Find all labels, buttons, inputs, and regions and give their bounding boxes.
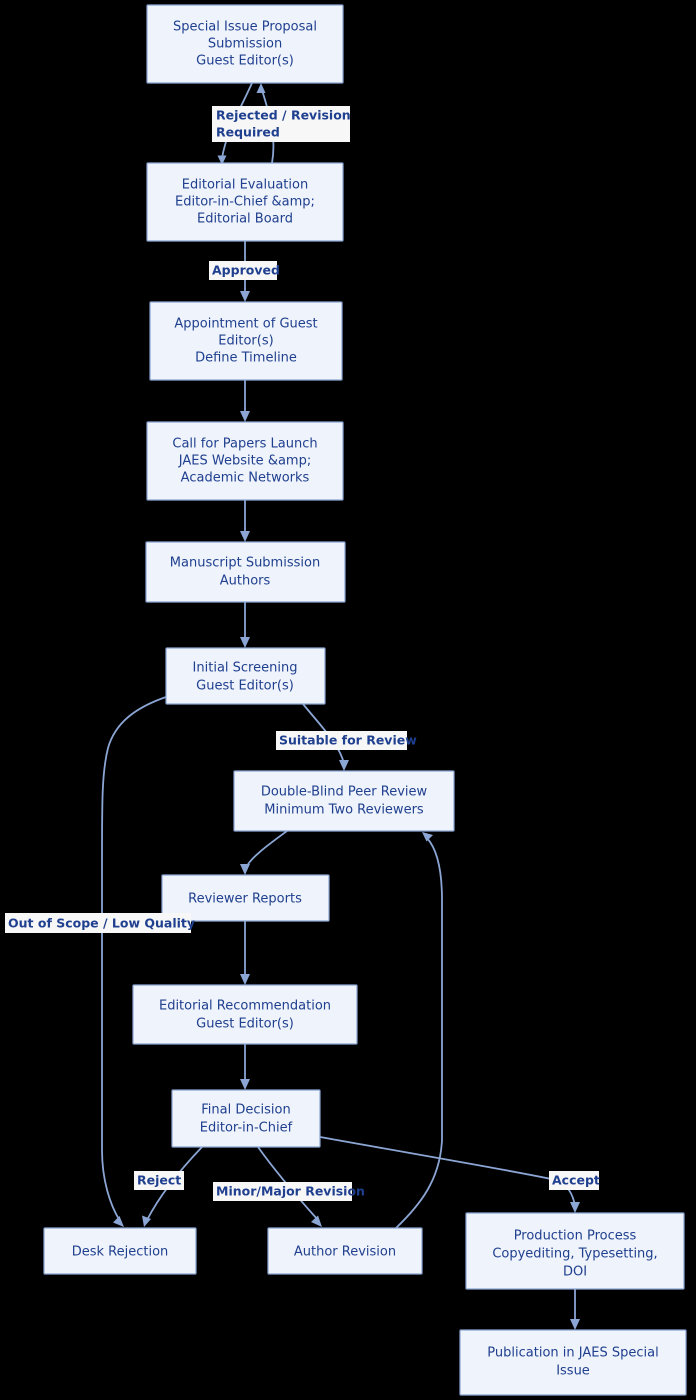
node-peerreview[interactable]: Double-Blind Peer Review Minimum Two Rev… [233, 770, 455, 832]
node-recommendation[interactable]: Editorial Recommendation Guest Editor(s) [132, 984, 358, 1045]
edge-production-to-publication [570, 1289, 580, 1330]
node-proposal-line-3: Guest Editor(s) [196, 54, 294, 69]
node-production-line-1: Production Process [514, 1229, 637, 1244]
edge-labels-layer: Rejected / Revision Required Approved Su… [5, 106, 600, 1201]
edge-label-suitable-for-review: Suitable for Review [276, 731, 417, 750]
nodes-layer: Special Issue Proposal Submission Guest … [43, 4, 687, 1396]
edge-label-rejected-revision: Rejected / Revision Required [212, 106, 351, 142]
edge-label-accept-text: Accept [552, 1173, 600, 1188]
edge-screening-to-deskrejection [101, 696, 167, 1227]
node-publication-line-2: Issue [556, 1364, 590, 1379]
edge-label-rejected-revision-line-1: Rejected / Revision [216, 108, 351, 123]
node-proposal-line-2: Submission [208, 37, 282, 52]
node-peerreview-line-1: Double-Blind Peer Review [261, 785, 428, 800]
edge-appointment-to-callforpapers [240, 380, 250, 422]
node-screening[interactable]: Initial Screening Guest Editor(s) [165, 647, 326, 705]
node-production-line-2: Copyediting, Typesetting, [492, 1247, 657, 1262]
edge-peerreview-to-reports [240, 830, 288, 875]
node-submission[interactable]: Manuscript Submission Authors [145, 541, 346, 603]
node-submission-line-2: Authors [220, 574, 271, 589]
edge-label-minor-major-revision-text: Minor/Major Revision [216, 1184, 365, 1199]
node-appointment-line-3: Define Timeline [195, 351, 297, 366]
node-callforpapers[interactable]: Call for Papers Launch JAES Website &amp… [146, 421, 344, 501]
node-deskrejection[interactable]: Desk Rejection [43, 1227, 197, 1275]
node-finaldecision[interactable]: Final Decision Editor-in-Chief [171, 1089, 321, 1148]
edge-submission-to-screening [240, 602, 250, 648]
node-production-line-3: DOI [563, 1265, 587, 1280]
node-publication-line-1: Publication in JAES Special [487, 1346, 658, 1361]
edge-label-reject-text: Reject [137, 1173, 181, 1188]
edge-label-suitable-for-review-text: Suitable for Review [279, 733, 417, 748]
node-callforpapers-line-3: Academic Networks [181, 471, 310, 486]
node-reports[interactable]: Reviewer Reports [161, 874, 330, 922]
node-callforpapers-line-1: Call for Papers Launch [172, 437, 317, 452]
edge-recommendation-to-finaldecision [240, 1044, 250, 1090]
node-appointment-line-2: Editor(s) [218, 334, 273, 349]
node-screening-line-1: Initial Screening [193, 661, 298, 676]
node-peerreview-line-2: Minimum Two Reviewers [264, 803, 424, 818]
node-authorrevision[interactable]: Author Revision [267, 1227, 423, 1275]
node-proposal-line-1: Special Issue Proposal [173, 20, 317, 35]
edge-label-rejected-revision-line-2: Required [216, 125, 280, 140]
node-deskrejection-line-1: Desk Rejection [72, 1245, 169, 1260]
node-proposal[interactable]: Special Issue Proposal Submission Guest … [146, 4, 344, 84]
edge-finaldecision-to-production [319, 1136, 580, 1213]
edge-label-accept: Accept [549, 1171, 600, 1190]
node-evaluation-line-3: Editorial Board [197, 212, 293, 227]
node-authorrevision-line-1: Author Revision [294, 1245, 396, 1260]
edge-label-approved: Approved [209, 261, 280, 280]
edge-label-out-of-scope-text: Out of Scope / Low Quality [8, 916, 195, 931]
node-callforpapers-line-2: JAES Website &amp; [178, 454, 311, 469]
node-finaldecision-line-1: Final Decision [201, 1103, 290, 1118]
edge-callforpapers-to-submission [240, 500, 250, 542]
node-submission-line-1: Manuscript Submission [170, 556, 320, 571]
node-publication[interactable]: Publication in JAES Special Issue [459, 1329, 687, 1396]
edge-label-minor-major-revision: Minor/Major Revision [213, 1182, 365, 1201]
node-evaluation-line-1: Editorial Evaluation [182, 178, 308, 193]
edge-label-approved-text: Approved [212, 263, 280, 278]
node-evaluation[interactable]: Editorial Evaluation Editor-in-Chief &am… [146, 162, 344, 242]
node-screening-line-2: Guest Editor(s) [196, 679, 294, 694]
node-evaluation-line-2: Editor-in-Chief &amp; [175, 195, 315, 210]
edge-label-out-of-scope: Out of Scope / Low Quality [5, 913, 195, 933]
node-appointment[interactable]: Appointment of Guest Editor(s) Define Ti… [149, 301, 343, 381]
node-recommendation-line-1: Editorial Recommendation [159, 999, 331, 1014]
node-finaldecision-line-2: Editor-in-Chief [200, 1121, 293, 1136]
edge-authorrevision-to-peerreview [395, 832, 443, 1229]
node-appointment-line-1: Appointment of Guest [174, 317, 317, 332]
node-production[interactable]: Production Process Copyediting, Typesett… [465, 1212, 685, 1290]
edge-label-reject: Reject [134, 1171, 184, 1190]
node-recommendation-line-2: Guest Editor(s) [196, 1017, 294, 1032]
node-reports-line-1: Reviewer Reports [188, 892, 302, 907]
edge-reports-to-recommendation [240, 921, 250, 985]
